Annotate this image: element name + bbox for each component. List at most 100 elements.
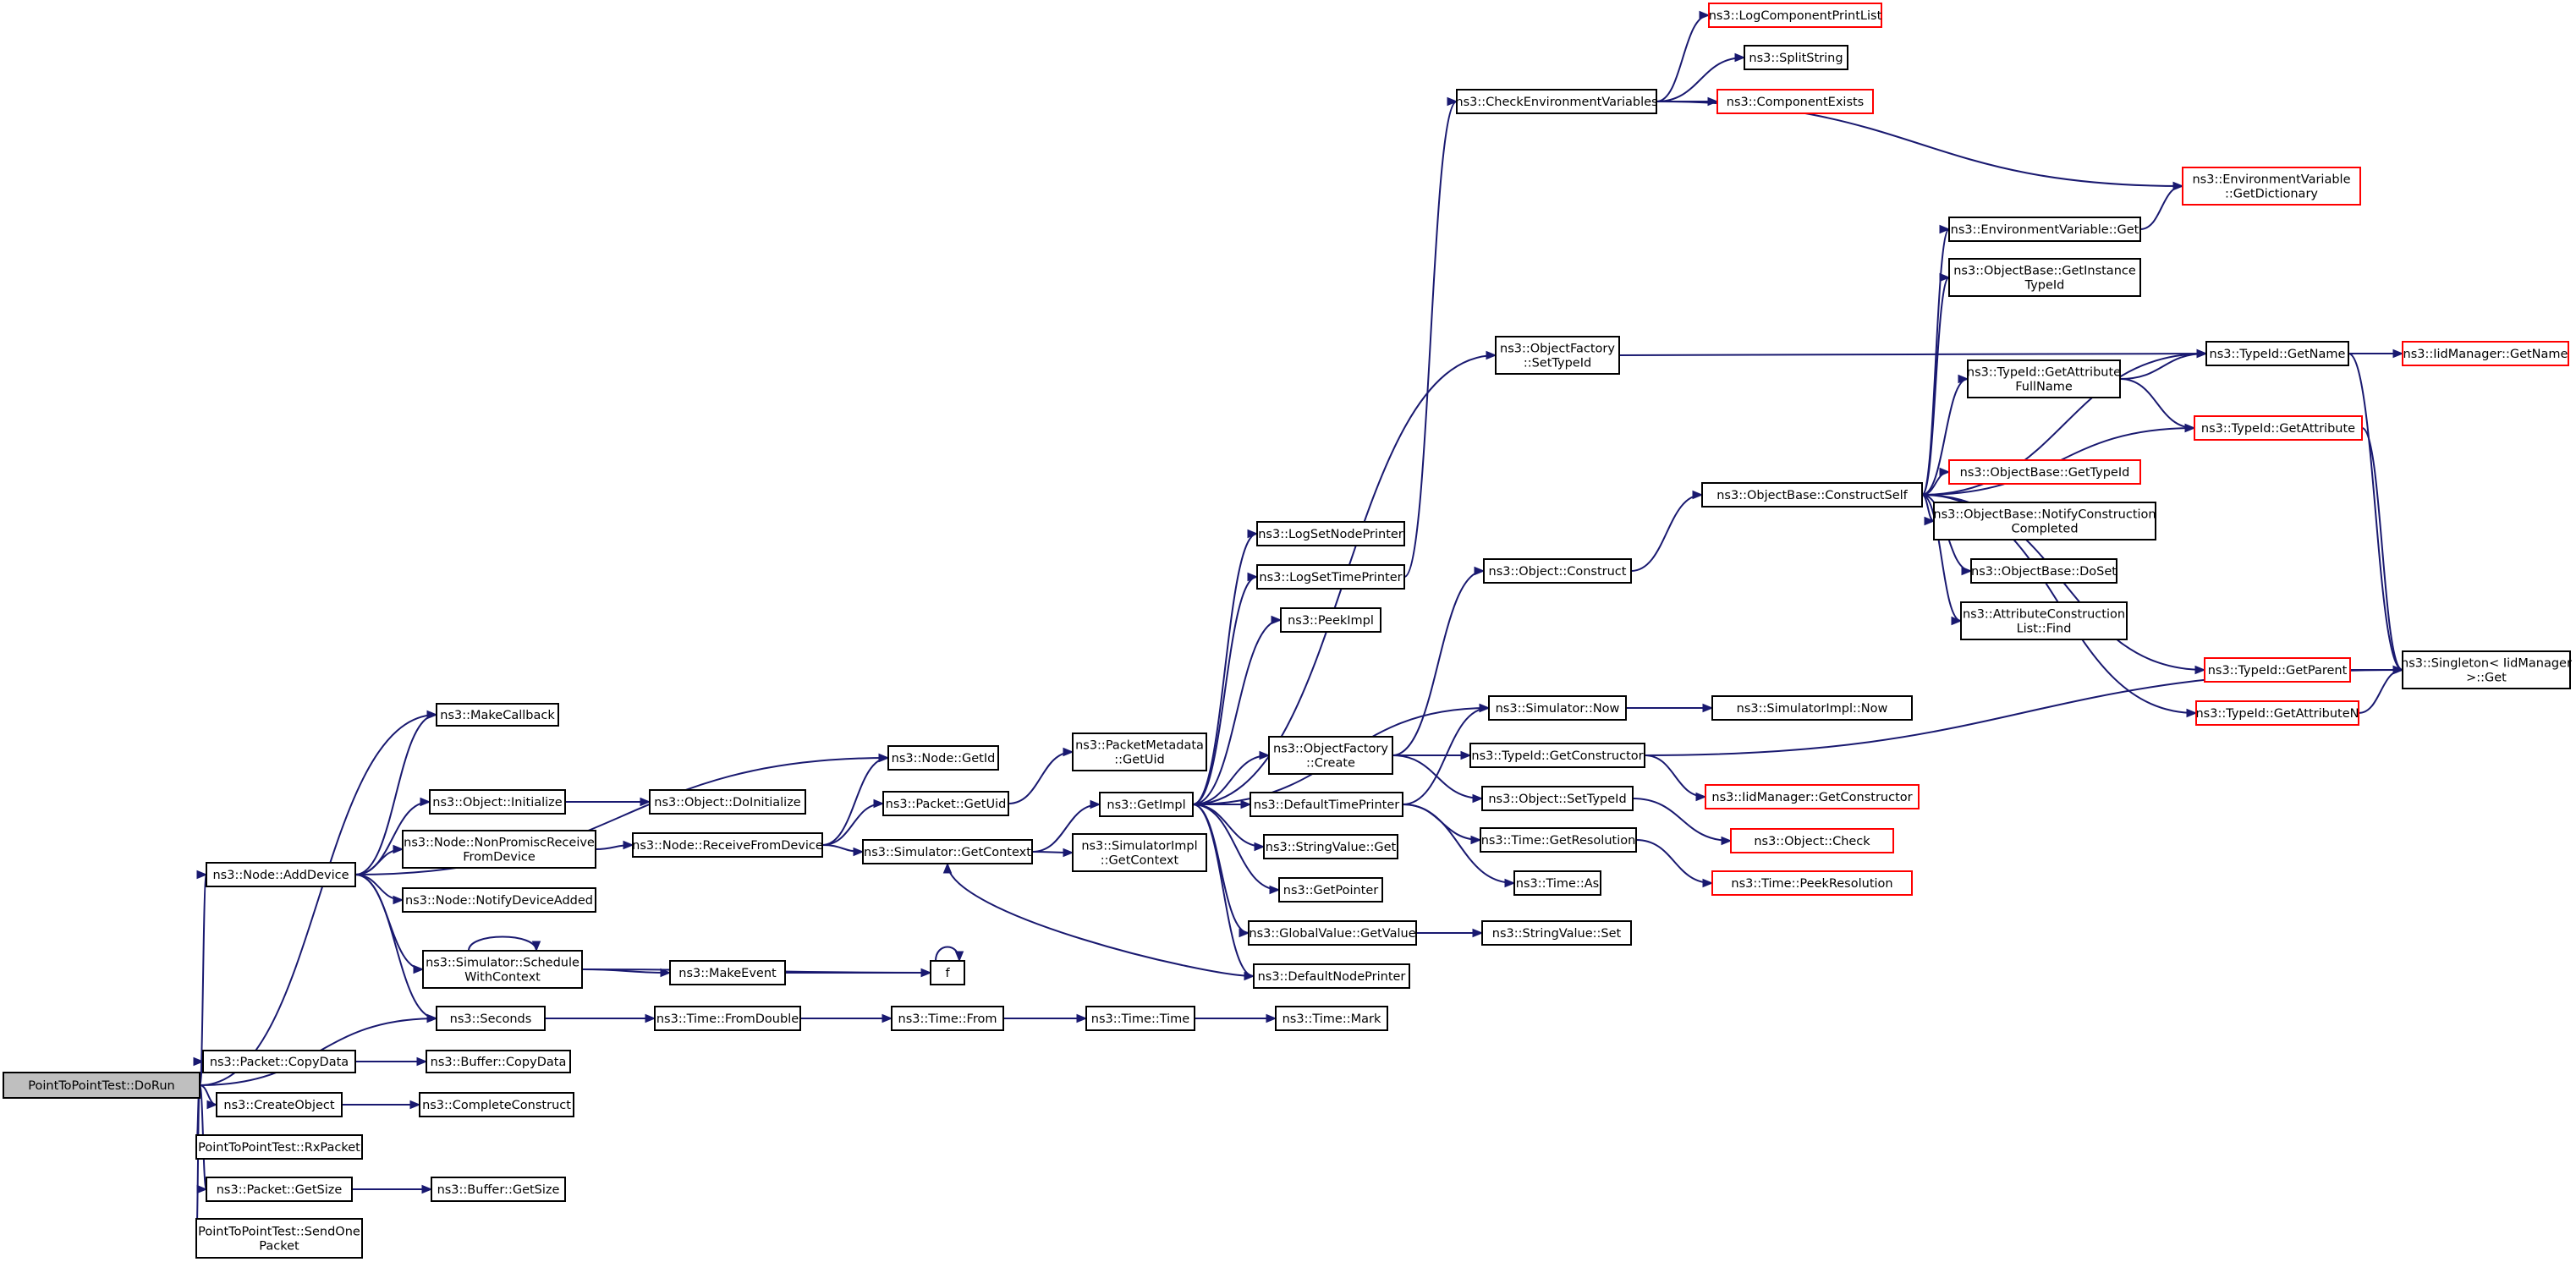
node-tidGetName[interactable]: ns3::TypeId::GetName bbox=[2205, 341, 2349, 366]
node-label: ns3::MakeEvent bbox=[678, 967, 777, 980]
edge-arrowhead bbox=[645, 1013, 656, 1023]
node-logSetTime[interactable]: ns3::LogSetTimePrinter bbox=[1256, 564, 1405, 590]
node-pktGetSize[interactable]: ns3::Packet::GetSize bbox=[206, 1177, 353, 1202]
node-nodeGetId[interactable]: ns3::Node::GetId bbox=[887, 745, 999, 771]
node-pktGetUid[interactable]: ns3::Packet::GetUid bbox=[882, 791, 1009, 816]
edge-arrowhead bbox=[1702, 703, 1714, 713]
node-timeTime[interactable]: ns3::Time::Time bbox=[1085, 1006, 1195, 1031]
node-ofSetTypeId[interactable]: ns3::ObjectFactory::SetTypeId bbox=[1495, 336, 1620, 375]
node-label: ns3::LogComponentPrintList bbox=[1709, 9, 1882, 23]
node-objConstruct[interactable]: ns3::Object::Construct bbox=[1483, 558, 1632, 584]
node-logSetNode[interactable]: ns3::LogSetNodePrinter bbox=[1256, 521, 1405, 546]
node-box bbox=[1263, 834, 1398, 859]
node-peekImpl[interactable]: ns3::PeekImpl bbox=[1280, 607, 1381, 633]
node-timeFrom[interactable]: ns3::Time::From bbox=[891, 1006, 1004, 1031]
node-iidGetCtor[interactable]: ns3::IidManager::GetConstructor bbox=[1705, 784, 1920, 809]
node-simNow[interactable]: ns3::Simulator::Now bbox=[1488, 695, 1627, 721]
node-objInit[interactable]: ns3::Object::Initialize bbox=[429, 789, 566, 815]
node-label: >::Get bbox=[2466, 672, 2507, 685]
node-label: ns3::ObjectBase::NotifyConstruction bbox=[1933, 508, 2156, 522]
edge-arrowhead bbox=[1063, 747, 1074, 757]
node-singletonGet[interactable]: ns3::Singleton< IidManager >::Get bbox=[2401, 650, 2572, 689]
node-notifyAdded[interactable]: ns3::Node::NotifyDeviceAdded bbox=[402, 887, 596, 913]
node-getPointer[interactable]: ns3::GetPointer bbox=[1278, 877, 1383, 903]
node-label: ns3::Time::As bbox=[1516, 877, 1599, 891]
node-addDevice[interactable]: ns3::Node::AddDevice bbox=[206, 862, 356, 887]
node-timeMark[interactable]: ns3::Time::Mark bbox=[1275, 1006, 1388, 1031]
edge-logSetTime-to-checkEnv bbox=[1403, 101, 1458, 578]
node-createObject[interactable]: ns3::CreateObject bbox=[216, 1092, 343, 1117]
node-gvGetValue[interactable]: ns3::GlobalValue::GetValue bbox=[1248, 920, 1417, 946]
node-label: ns3::TypeId::GetParent bbox=[2208, 664, 2348, 678]
node-dorun[interactable]: PointToPointTest::DoRun bbox=[3, 1072, 200, 1099]
node-logCompPrint[interactable]: ns3::LogComponentPrintList bbox=[1708, 3, 1882, 28]
node-objCheck[interactable]: ns3::Object::Check bbox=[1730, 828, 1894, 853]
edge-arrowhead bbox=[1951, 616, 1963, 626]
node-label: ns3::AttributeConstruction bbox=[1963, 608, 2125, 622]
node-bufGetSize[interactable]: ns3::Buffer::GetSize bbox=[431, 1177, 566, 1202]
node-tidGetCtor[interactable]: ns3::TypeId::GetConstructor bbox=[1469, 743, 1645, 768]
edge-arrowhead bbox=[1695, 792, 1707, 802]
node-timeFromDouble[interactable]: ns3::Time::FromDouble bbox=[654, 1006, 801, 1031]
node-obConstructSelf[interactable]: ns3::ObjectBase::ConstructSelf bbox=[1701, 482, 1923, 508]
node-completeConstruct[interactable]: ns3::CompleteConstruct bbox=[419, 1092, 574, 1117]
node-ofCreate[interactable]: ns3::ObjectFactory::Create bbox=[1268, 736, 1393, 775]
edge-arrowhead bbox=[882, 1013, 893, 1023]
node-label: ns3::Object::Initialize bbox=[432, 796, 562, 809]
edge-arrowhead bbox=[1247, 529, 1259, 539]
edge-arrowhead bbox=[393, 844, 404, 854]
node-defNodePrinter[interactable]: ns3::DefaultNodePrinter bbox=[1253, 963, 1410, 989]
node-defTimePrinter[interactable]: ns3::DefaultTimePrinter bbox=[1250, 792, 1403, 817]
node-recvFromDev[interactable]: ns3::Node::ReceiveFromDevice bbox=[632, 832, 823, 858]
node-obNotify[interactable]: ns3::ObjectBase::NotifyConstructionCompl… bbox=[1933, 502, 2156, 540]
node-label: ns3::TypeId::GetConstructor bbox=[1471, 749, 1643, 763]
node-pktCopyData[interactable]: ns3::Packet::CopyData bbox=[202, 1050, 356, 1073]
node-rxPacket[interactable]: PointToPointTest::RxPacket bbox=[195, 1134, 363, 1160]
edge-simGetCtx-to-getImpl bbox=[1031, 804, 1101, 853]
node-envGet[interactable]: ns3::EnvironmentVariable::Get bbox=[1948, 217, 2141, 242]
node-obGetTypeId[interactable]: ns3::ObjectBase::GetTypeId bbox=[1948, 459, 2141, 485]
node-makecallback[interactable]: ns3::MakeCallback bbox=[436, 703, 559, 727]
node-simImplGetCtx[interactable]: ns3::SimulatorImpl::GetContext bbox=[1072, 833, 1207, 872]
node-checkEnv[interactable]: ns3::CheckEnvironmentVariables bbox=[1455, 89, 1658, 114]
node-doInit[interactable]: ns3::Object::DoInitialize bbox=[649, 789, 806, 815]
node-stringValueGet[interactable]: ns3::StringValue::Get bbox=[1263, 834, 1398, 859]
node-box bbox=[1708, 3, 1882, 28]
node-f[interactable]: f bbox=[930, 960, 965, 985]
node-simGetCtx[interactable]: ns3::Simulator::GetContext bbox=[862, 839, 1033, 864]
node-label: ::GetContext bbox=[1101, 854, 1179, 868]
node-compExists[interactable]: ns3::ComponentExists bbox=[1716, 89, 1874, 114]
node-simImplNow[interactable]: ns3::SimulatorImpl::Now bbox=[1711, 695, 1913, 721]
node-bufCopyData[interactable]: ns3::Buffer::CopyData bbox=[426, 1050, 571, 1073]
node-box bbox=[402, 830, 596, 869]
node-box bbox=[1970, 558, 2117, 584]
node-splitString[interactable]: ns3::SplitString bbox=[1744, 45, 1848, 70]
node-seconds[interactable]: ns3::Seconds bbox=[436, 1006, 546, 1031]
node-envGetDict[interactable]: ns3::EnvironmentVariable::GetDictionary bbox=[2182, 167, 2361, 206]
node-pmGetUid[interactable]: ns3::PacketMetadata::GetUid bbox=[1072, 733, 1207, 771]
node-obDoSet[interactable]: ns3::ObjectBase::DoSet bbox=[1970, 558, 2117, 584]
node-tidGetAttrN[interactable]: ns3::TypeId::GetAttributeN bbox=[2195, 700, 2359, 726]
node-label: ns3::Node::GetId bbox=[892, 752, 996, 765]
node-objSetTypeId[interactable]: ns3::Object::SetTypeId bbox=[1481, 786, 1634, 811]
node-tidGetParent[interactable]: ns3::TypeId::GetParent bbox=[2204, 657, 2351, 683]
node-iidGetName[interactable]: ns3::IidManager::GetName bbox=[2402, 341, 2569, 366]
edge-defTimePrinter-to-timeAs bbox=[1402, 804, 1515, 884]
node-timeGetRes[interactable]: ns3::Time::GetResolution bbox=[1480, 827, 1637, 853]
node-makeEvent[interactable]: ns3::MakeEvent bbox=[669, 960, 786, 985]
node-timePeekRes[interactable]: ns3::Time::PeekResolution bbox=[1711, 870, 1913, 896]
node-label: ns3::Buffer::CopyData bbox=[431, 1056, 567, 1069]
node-svSet[interactable]: ns3::StringValue::Set bbox=[1481, 920, 1632, 946]
edge-addDevice-to-nonPromisc bbox=[354, 848, 404, 875]
node-getImpl[interactable]: ns3::GetImpl bbox=[1099, 792, 1194, 817]
node-timeAs[interactable]: ns3::Time::As bbox=[1513, 870, 1601, 896]
node-tidGetAttr[interactable]: ns3::TypeId::GetAttribute bbox=[2194, 415, 2363, 441]
node-label: ns3::LogSetNodePrinter bbox=[1258, 528, 1403, 541]
node-box bbox=[426, 1050, 571, 1073]
